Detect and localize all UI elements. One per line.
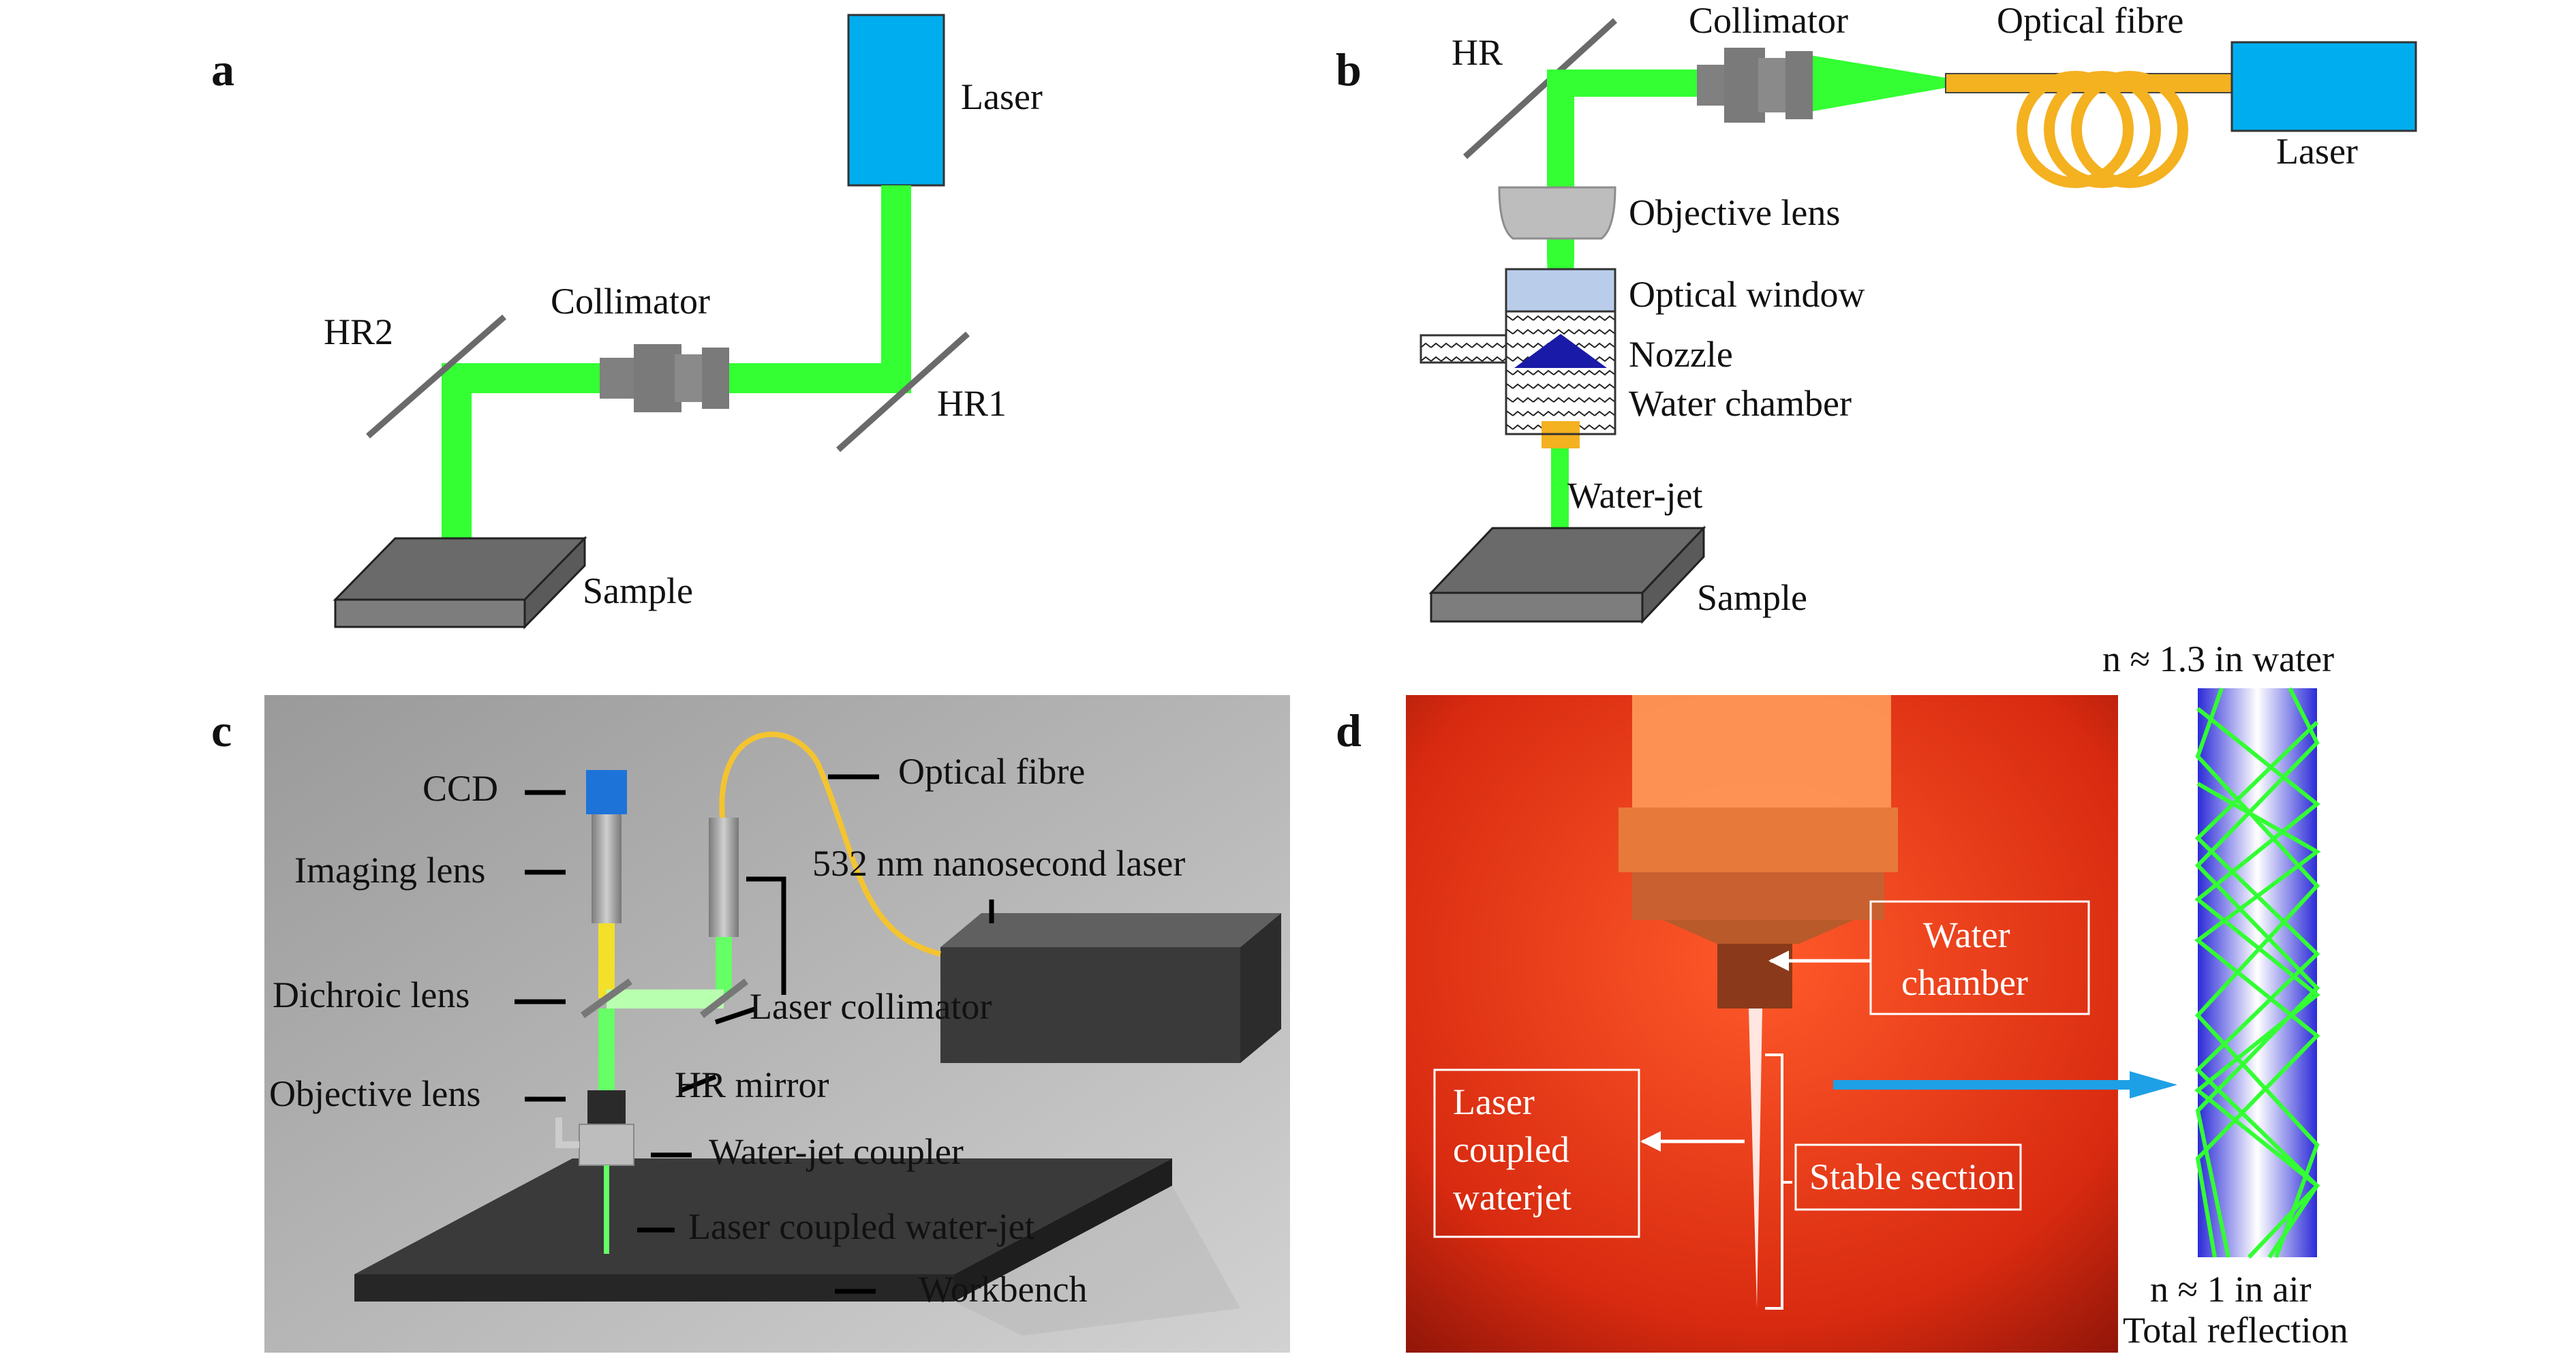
laser-collimator-label: Laser collimator bbox=[750, 986, 992, 1027]
optical-fibre-c-label: Optical fibre bbox=[898, 751, 1085, 792]
hr2-mirror bbox=[366, 314, 506, 439]
total-reflection-rays bbox=[2194, 687, 2321, 1259]
n-water-label: n ≈ 1.3 in water bbox=[2102, 638, 2334, 679]
dichroic-mirror bbox=[581, 978, 632, 1019]
sample-b-label: Sample bbox=[1697, 577, 1807, 618]
waterjet-photo bbox=[1749, 1009, 1762, 1308]
laser-coupled-water-jet-c bbox=[604, 1165, 609, 1254]
panel-d-letter: d bbox=[1336, 705, 1362, 756]
imaging-lens bbox=[592, 814, 622, 923]
panel-a: a Laser HR2 HR1 Collimator Sample bbox=[211, 14, 1043, 630]
collimator-label: Collimator bbox=[551, 281, 710, 322]
dichroic-lens-label: Dichroic lens bbox=[273, 974, 470, 1015]
hr-mirror-c bbox=[699, 979, 749, 1018]
laser-coupled-d-label-3: waterjet bbox=[1453, 1177, 1571, 1218]
collimator bbox=[600, 344, 729, 412]
laser-box-c bbox=[940, 913, 1281, 1063]
collimator-b bbox=[1697, 48, 1813, 123]
laser-box bbox=[847, 14, 945, 187]
hr2-label: HR2 bbox=[324, 311, 393, 352]
chamber-outline bbox=[1505, 268, 1616, 435]
optical-fibre-c bbox=[719, 731, 941, 957]
laser-c-label: 532 nm nanosecond laser bbox=[812, 843, 1185, 884]
workbench-label: Workbench bbox=[919, 1269, 1088, 1310]
stable-section-bracket bbox=[1765, 1053, 1792, 1310]
water-jet-coupler bbox=[579, 1124, 634, 1166]
panel-c: c bbox=[211, 695, 1290, 1353]
objective-lens-c bbox=[587, 1090, 626, 1124]
panel-d: d Water chamber Laser coupled waterjet S… bbox=[1336, 638, 2348, 1353]
optical-fibre-b-label: Optical fibre bbox=[1997, 0, 2183, 41]
optical-window bbox=[1505, 268, 1616, 312]
side-inlet bbox=[1420, 334, 1507, 364]
ccd-label: CCD bbox=[423, 768, 498, 809]
coupler-pipe bbox=[555, 1118, 579, 1148]
annotation-boxes bbox=[1433, 900, 2090, 1238]
objective-lens bbox=[1498, 186, 1616, 240]
fibre-coils bbox=[2017, 71, 2188, 188]
water-chamber-d-label-2: chamber bbox=[1901, 962, 2028, 1003]
objective-lens-c-label: Objective lens bbox=[269, 1073, 480, 1114]
green-beam-v1 bbox=[716, 937, 732, 998]
nozzle bbox=[1514, 334, 1607, 368]
green-beam-v2 bbox=[598, 1009, 615, 1090]
water-chamber bbox=[1505, 310, 1616, 435]
laser-label: Laser bbox=[961, 76, 1043, 117]
laser-collimator bbox=[709, 818, 739, 937]
optical-window-label: Optical window bbox=[1629, 274, 1865, 315]
imaging-lens-label: Imaging lens bbox=[294, 850, 485, 891]
panel-b-letter: b bbox=[1336, 44, 1362, 95]
water-chamber-d-label-1: Water bbox=[1923, 914, 2010, 955]
green-beam-h bbox=[607, 989, 724, 1009]
machine-head bbox=[1619, 695, 1898, 1009]
total-reflection-label: Total reflection bbox=[2123, 1310, 2348, 1351]
water-chamber-label: Water chamber bbox=[1629, 383, 1852, 424]
water-jet-coupler-label: Water-jet coupler bbox=[709, 1131, 964, 1172]
sample bbox=[333, 536, 587, 630]
collimator-b-label: Collimator bbox=[1689, 0, 1848, 41]
hr-mirror-c-label: HR mirror bbox=[675, 1064, 829, 1105]
ccd-camera bbox=[586, 770, 627, 814]
water-jet-label: Water-jet bbox=[1567, 475, 1702, 516]
hr-label: HR bbox=[1452, 32, 1503, 73]
n-air-label: n ≈ 1 in air bbox=[2150, 1269, 2312, 1310]
beam-cone-b bbox=[1806, 55, 1949, 112]
workbench bbox=[354, 1158, 1240, 1336]
laser-coupled-d-label-1: Laser bbox=[1453, 1081, 1535, 1122]
stable-section-label: Stable section bbox=[1809, 1156, 2014, 1197]
sample-b bbox=[1428, 525, 1706, 624]
hr1-label: HR1 bbox=[937, 383, 1007, 424]
yellow-beam bbox=[598, 923, 615, 998]
panel-a-letter: a bbox=[211, 44, 234, 95]
laser-b-label: Laser bbox=[2276, 131, 2358, 172]
laser-coupled-water-jet-c-label: Laser coupled water-jet bbox=[688, 1206, 1035, 1247]
leader-lines bbox=[515, 774, 994, 1294]
panel-b: b HR Collimator Optical fibre Laser Obje… bbox=[1336, 0, 2417, 624]
arrow-to-tube-head bbox=[2130, 1071, 2177, 1098]
panel-c-letter: c bbox=[211, 705, 232, 756]
laser-box-b bbox=[2230, 41, 2417, 132]
hr1-mirror bbox=[835, 331, 970, 452]
laser-coupled-d-label-2: coupled bbox=[1453, 1129, 1569, 1170]
objective-lens-label: Objective lens bbox=[1629, 192, 1840, 233]
nozzle-label: Nozzle bbox=[1629, 334, 1733, 375]
hr-mirror bbox=[1462, 18, 1618, 159]
sample-label: Sample bbox=[583, 570, 693, 611]
